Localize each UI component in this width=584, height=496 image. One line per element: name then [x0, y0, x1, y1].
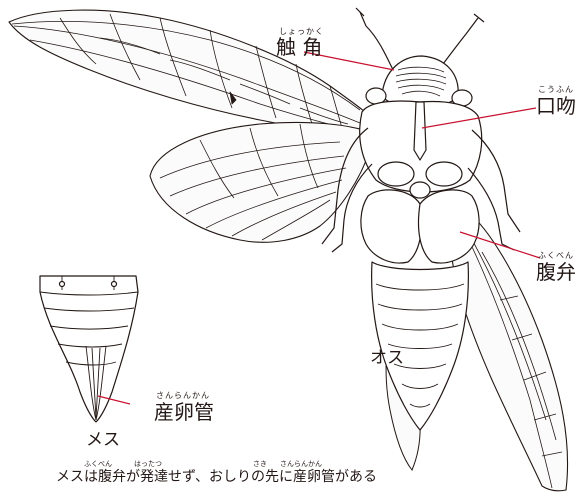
ovipositor-ruby: さんらんかん [156, 392, 210, 400]
antenna-label: 触 角 [276, 37, 322, 57]
caption-ruby-hattatsu: はったつ [134, 461, 162, 468]
caption-ruby-sanrankan: さんらんかん [280, 461, 322, 468]
female-label: メス [86, 432, 120, 449]
caption-ruby-saki: さき [253, 461, 267, 468]
tymbal-ruby: ふくべん [538, 252, 574, 260]
ovipositor-label: 産卵管 [154, 402, 214, 422]
mouth-label: 口吻 [536, 96, 576, 116]
caption-text: メスは腹弁が発達せず、おしりの先に産卵管がある [56, 470, 377, 484]
caption-ruby-fukuben: ふくべん [84, 461, 112, 468]
mouth-ruby: こうふん [538, 86, 574, 94]
tymbal-label: 腹弁 [536, 262, 576, 282]
male-label: オス [370, 350, 404, 367]
female-abdomen [40, 276, 138, 422]
forewing-left [9, 10, 380, 136]
hindwing-left [150, 122, 376, 242]
